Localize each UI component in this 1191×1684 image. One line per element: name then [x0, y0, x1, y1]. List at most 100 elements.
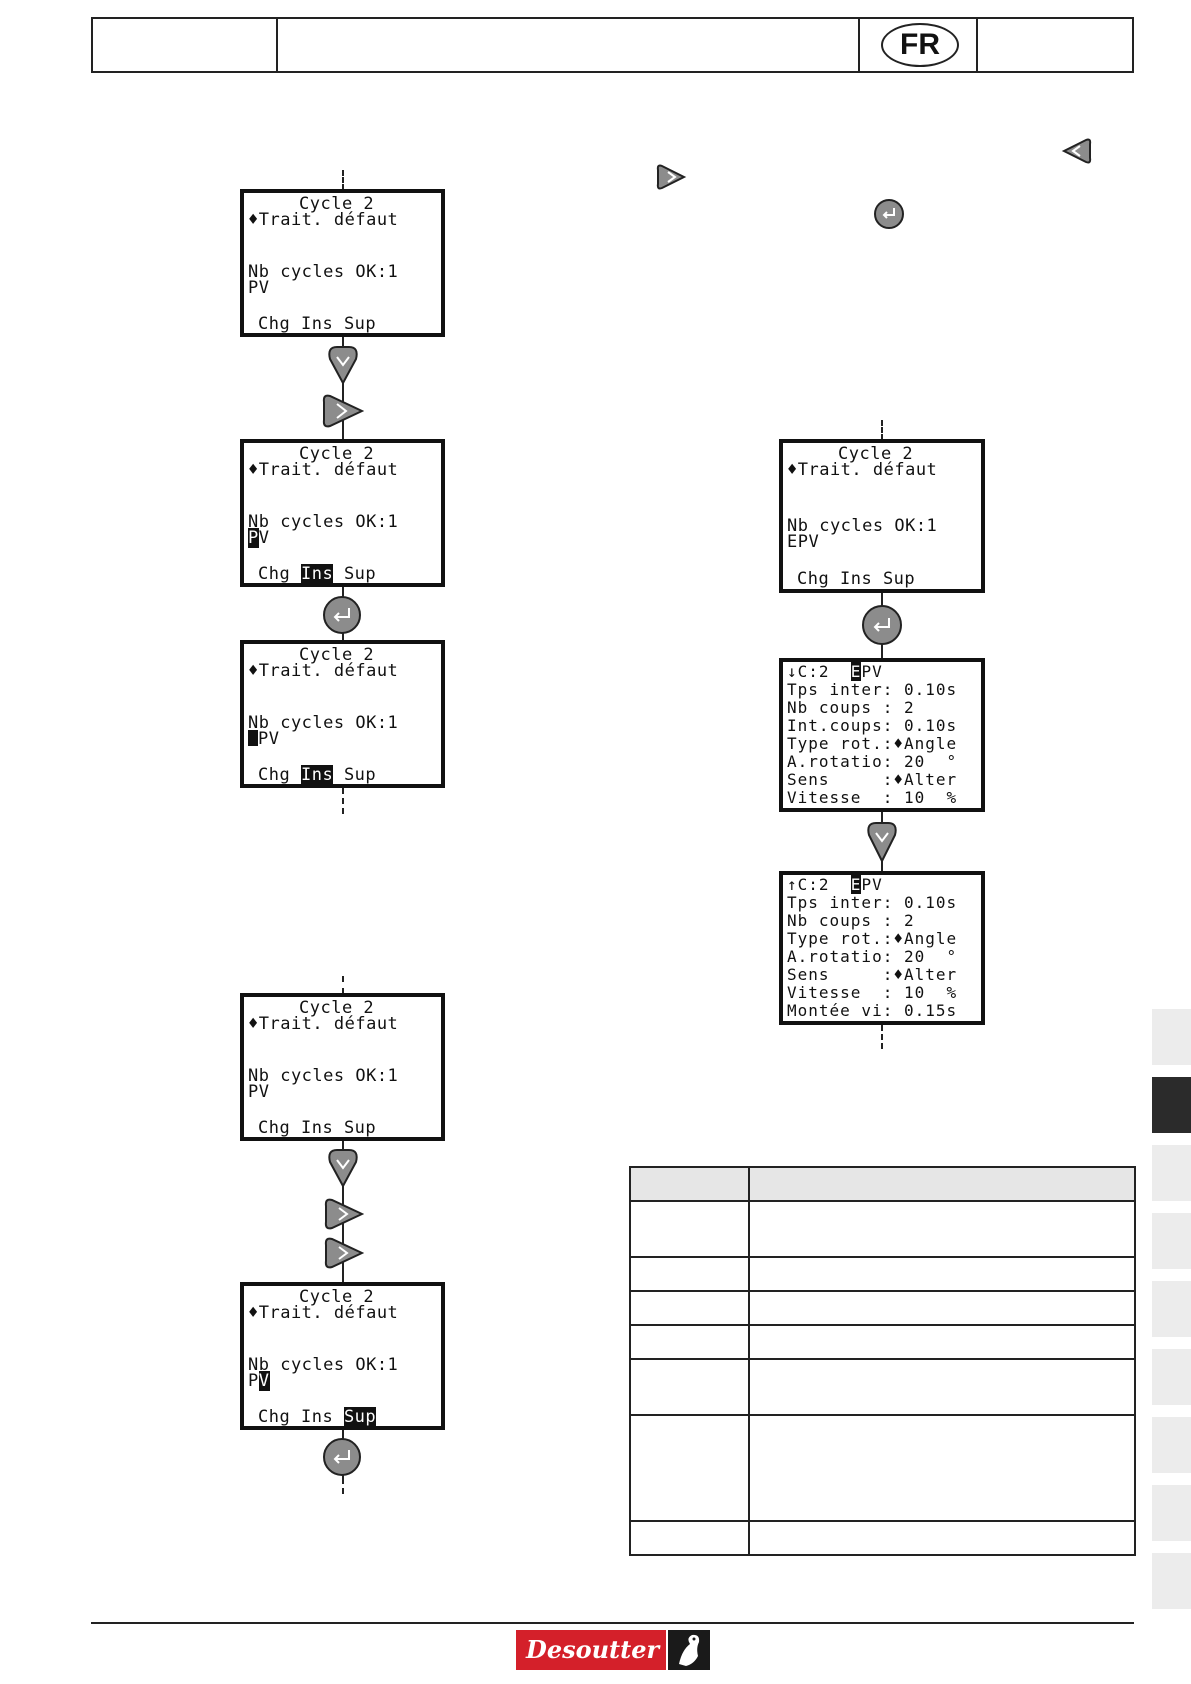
language-badge: FR [881, 23, 959, 67]
screen-title: Cycle 2 [299, 444, 375, 464]
softkey-chg: Chg [258, 1407, 291, 1427]
side-tab[interactable] [1152, 1145, 1191, 1201]
screen-menu: ♦Trait. défaut [248, 1014, 399, 1034]
side-tab[interactable] [1152, 1009, 1191, 1065]
connector-dashed [342, 976, 344, 994]
screen-pv: PV [248, 278, 270, 298]
table-cell [629, 1358, 750, 1416]
table-cell [748, 1200, 1136, 1258]
param-line: Nb coups : 2 [787, 911, 915, 930]
cursor-block [248, 730, 258, 746]
softkey-chg: Chg [258, 765, 291, 785]
softkey-sup: Sup [343, 1407, 377, 1427]
screen-title: Cycle 2 [299, 1287, 375, 1307]
lcd-screen-a2: Cycle 2 ♦Trait. défaut Nb cycles OK:1 PV… [240, 439, 445, 587]
screen-softkeys: Chg Ins Sup [797, 570, 915, 588]
param-header-prefix: ↓C:2 [787, 662, 851, 681]
table-cell [748, 1290, 1136, 1326]
table-cell [629, 1324, 750, 1360]
table-row [629, 1256, 1136, 1292]
down-arrow-key-icon [867, 822, 897, 863]
desoutter-logo: Desoutter [516, 1630, 710, 1670]
softkey-sup: Sup [343, 1118, 377, 1138]
screen-nb-cycles: Nb cycles OK:1 [787, 516, 938, 536]
param-header-suffix: PV [861, 875, 883, 894]
param-line: Type rot.:♦Angle [787, 734, 958, 753]
screen-softkeys: Chg Ins Sup [258, 315, 376, 333]
screen-nb-cycles: Nb cycles OK:1 [248, 512, 399, 532]
param-line: Sens :♦Alter [787, 965, 958, 984]
side-tab[interactable] [1152, 1553, 1191, 1609]
table-cell [748, 1414, 1136, 1522]
lcd-screen-c3: ↑C:2 EPV Tps inter: 0.10s Nb coups : 2 T… [779, 871, 985, 1025]
pv-rest: V [258, 528, 270, 548]
param-header-suffix: PV [861, 662, 883, 681]
screen-menu: ♦Trait. défaut [248, 460, 399, 480]
table-cell [748, 1324, 1136, 1360]
softkey-chg: Chg [258, 1118, 291, 1138]
softkey-chg: Chg [797, 569, 830, 589]
side-tab[interactable] [1152, 1485, 1191, 1541]
param-header-prefix: ↑C:2 [787, 875, 851, 894]
side-tab[interactable] [1152, 1281, 1191, 1337]
table-cell [629, 1290, 750, 1326]
screen-title: Cycle 2 [838, 444, 914, 464]
side-tab-active[interactable] [1152, 1077, 1191, 1133]
screen-softkeys: Chg Ins Sup [258, 1119, 376, 1137]
cursor-highlight: E [850, 875, 862, 894]
softkey-ins: Ins [300, 314, 334, 334]
screen-softkeys: Chg Ins Sup [258, 765, 377, 785]
connector-dashed [342, 1478, 344, 1494]
param-line: Nb coups : 2 [787, 698, 915, 717]
param-line: Int.coups: 0.10s [787, 716, 958, 735]
screen-pv: EPV [787, 532, 820, 552]
enter-key-icon [874, 199, 904, 229]
screen-menu: ♦Trait. défaut [248, 210, 399, 230]
param-line: Vitesse : 10 % [787, 788, 958, 807]
screen-pv: PV [248, 528, 270, 548]
softkey-sup: Sup [343, 564, 377, 584]
pv-text: PV [258, 729, 280, 749]
softkey-ins: Ins [300, 564, 334, 584]
connector-dashed [881, 1025, 883, 1049]
table-header-cell [748, 1166, 1136, 1202]
lcd-screen-a3: Cycle 2 ♦Trait. défaut Nb cycles OK:1 PV… [240, 640, 445, 788]
param-line: Tps inter: 0.10s [787, 680, 958, 699]
side-tab[interactable] [1152, 1213, 1191, 1269]
table-cell [748, 1358, 1136, 1416]
param-line: Vitesse : 10 % [787, 983, 958, 1002]
table-header-cell [629, 1166, 750, 1202]
header-divider [276, 19, 278, 71]
side-tab[interactable] [1152, 1349, 1191, 1405]
screen-softkeys: Chg Ins Sup [258, 564, 377, 584]
connector-line [342, 337, 344, 440]
screen-pv: PV [248, 1082, 270, 1102]
table-cell [748, 1256, 1136, 1292]
table-cell [629, 1520, 750, 1556]
lcd-screen-a1: Cycle 2 ♦Trait. défaut Nb cycles OK:1 PV… [240, 189, 445, 337]
softkey-sup: Sup [343, 314, 377, 334]
cursor-highlight: P [248, 528, 259, 548]
param-line: Sens :♦Alter [787, 770, 958, 789]
param-line: Montée vi: 0.15s [787, 1001, 958, 1020]
lcd-screen-c2: ↓C:2 EPV Tps inter: 0.10s Nb coups : 2 I… [779, 658, 985, 812]
softkey-sup: Sup [882, 569, 916, 589]
softkey-chg: Chg [258, 564, 291, 584]
cursor-highlight: V [258, 1371, 270, 1391]
table-cell [629, 1414, 750, 1522]
table-header-row [629, 1166, 1136, 1202]
softkey-sup: Sup [343, 765, 377, 785]
logo-wordmark: Desoutter [526, 1635, 660, 1664]
screen-nb-cycles: Nb cycles OK:1 [248, 713, 399, 733]
side-tab[interactable] [1152, 1417, 1191, 1473]
table-row [629, 1358, 1136, 1416]
cursor-highlight: E [850, 662, 862, 681]
screen-title: Cycle 2 [299, 998, 375, 1018]
screen-title: Cycle 2 [299, 194, 375, 214]
softkey-ins: Ins [300, 765, 334, 785]
param-line: Type rot.:♦Angle [787, 929, 958, 948]
param-line: Tps inter: 0.10s [787, 893, 958, 912]
lcd-screen-b2: Cycle 2 ♦Trait. défaut Nb cycles OK:1 PV… [240, 1282, 445, 1430]
table-cell [629, 1256, 750, 1292]
table-row [629, 1324, 1136, 1360]
